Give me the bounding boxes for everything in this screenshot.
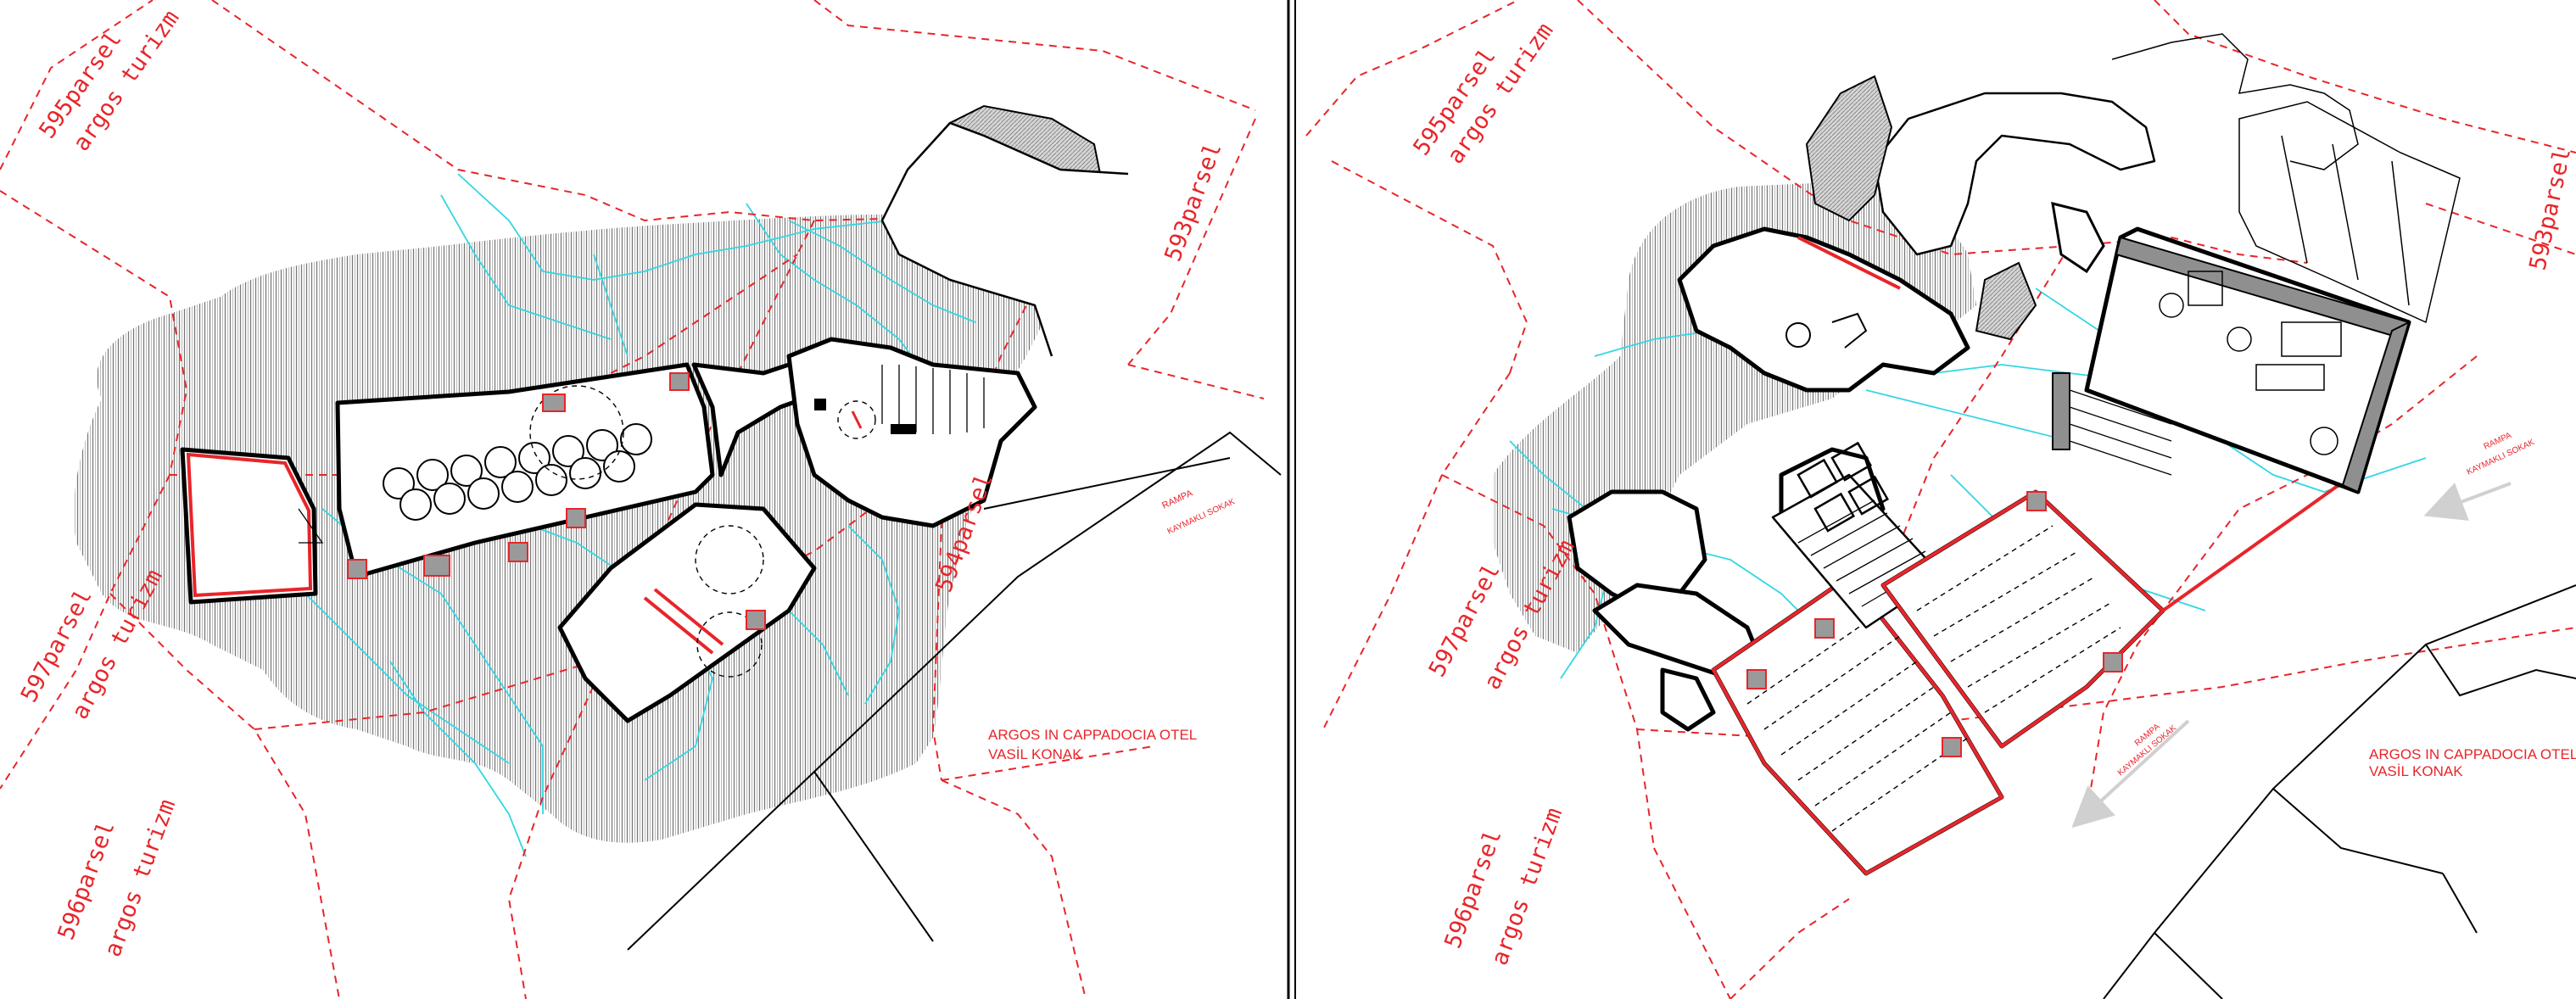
left-annex-building [180, 447, 324, 605]
left-hotel-sub: VASİL KONAK [988, 746, 1082, 762]
right-northwest-rooms [1677, 201, 2105, 393]
left-site-plan: 595parsel argos turizm 593parsel 594pars… [0, 0, 1282, 999]
right-cave-outline [1873, 92, 2156, 256]
right-street-wall [2161, 482, 2343, 612]
right-new-block-east [1880, 489, 2165, 749]
left-outcrop-edge [880, 121, 1129, 357]
left-south-room [557, 502, 817, 723]
right-new-block-northeast [2052, 226, 2411, 494]
right-parcel-boundaries [1305, 0, 2576, 999]
right-ramp-arrows [2071, 482, 2512, 829]
left-road-edges [627, 431, 1282, 951]
sheet-divider [1287, 0, 1296, 999]
right-site-plan: 595parsel argos turizm 593parsel 597pars… [1305, 0, 2576, 999]
right-hotel-sub: VASİL KONAK [2369, 763, 2463, 779]
right-hotel-name: ARGOS IN CAPPADOCIA OTEL [2369, 746, 2576, 762]
right-road-edges [2103, 584, 2576, 999]
left-hotel-name: ARGOS IN CAPPADOCIA OTEL [988, 727, 1197, 743]
right-existing-buildings [2111, 33, 2461, 324]
right-outcrop-2 [1975, 261, 2037, 341]
right-outcrop-1 [1805, 75, 1893, 222]
left-main-hall [335, 362, 715, 579]
left-east-rooms [786, 337, 1037, 528]
